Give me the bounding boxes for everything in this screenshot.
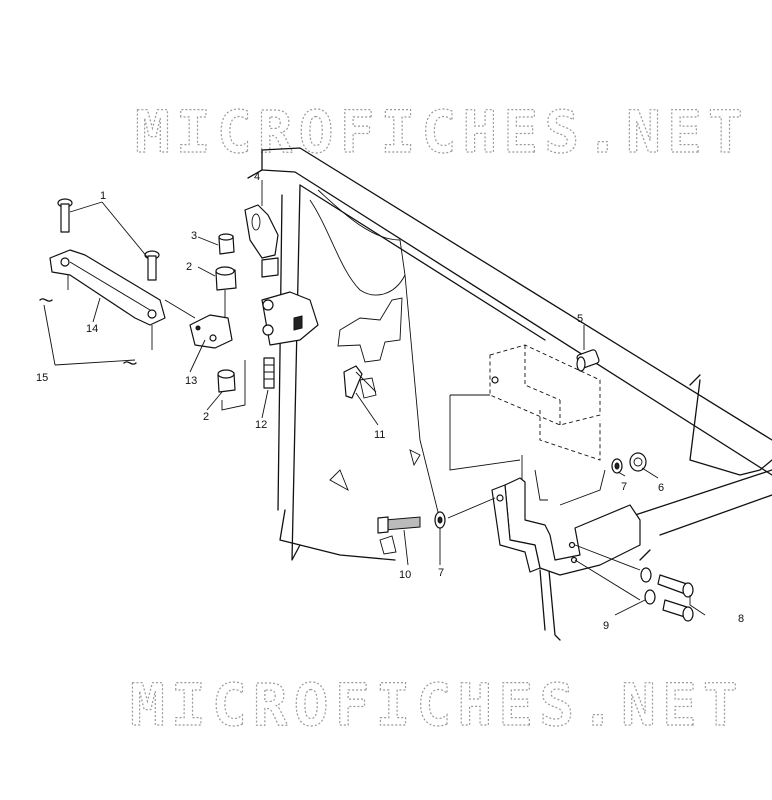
- callout-5: 5: [577, 313, 583, 325]
- part-5-mount-block: [449, 344, 601, 471]
- watermark-bottom: MICROFICHES.NET: [130, 671, 744, 739]
- part-4-hinge-bracket: [244, 204, 319, 346]
- callout-labels: 1 2 2 3 4 5 6 7 7 8 9 10 11 12 13 14 15: [36, 171, 744, 632]
- callout-15: 15: [36, 372, 48, 384]
- watermark-top: MICROFICHES.NET: [135, 98, 749, 166]
- callout-6: 6: [658, 482, 664, 494]
- callout-2-lower: 2: [203, 411, 209, 423]
- main-mounting-bracket: [491, 455, 641, 576]
- part-2-bushing-upper: [215, 266, 237, 291]
- callout-7-right: 7: [621, 481, 627, 493]
- callout-1: 1: [100, 190, 106, 202]
- callout-14: 14: [86, 323, 98, 335]
- callout-9: 9: [603, 620, 609, 632]
- part-2-bushing-lower: [217, 369, 236, 393]
- part-9-washers: [640, 567, 656, 605]
- callout-leaders: [43, 180, 706, 616]
- frame-body-panel: [247, 147, 772, 641]
- part-10-bolt: [377, 516, 421, 534]
- part-14-linkage-arm: [49, 249, 166, 326]
- part-1-pins: [57, 198, 160, 281]
- part-7-washer-right: [611, 458, 623, 474]
- part-6-nut: [629, 452, 647, 472]
- callout-11: 11: [374, 429, 385, 441]
- callout-13: 13: [185, 375, 197, 387]
- callout-2-upper: 2: [186, 261, 192, 273]
- part-13-pivot-bracket: [189, 314, 233, 349]
- part-8-bolts: [657, 574, 694, 622]
- callout-8: 8: [738, 613, 744, 625]
- part-15-clips: [39, 298, 137, 365]
- callout-12: 12: [255, 419, 267, 431]
- callout-3: 3: [191, 230, 197, 242]
- callout-7-lower: 7: [438, 567, 444, 579]
- callout-4: 4: [254, 171, 260, 183]
- part-12-bolt: [263, 357, 275, 389]
- callout-10: 10: [399, 569, 411, 581]
- part-7-washer-lower: [434, 511, 446, 529]
- part-3-spacer: [218, 233, 235, 255]
- part-11-handle: [343, 365, 377, 399]
